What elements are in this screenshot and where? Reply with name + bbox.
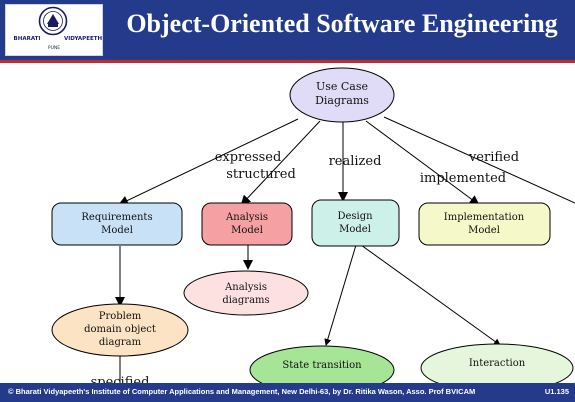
interaction-label: Interaction — [469, 358, 526, 369]
node-analysis-diagrams: Analysis diagrams — [183, 270, 309, 316]
slide-header: BHARATI VIDYAPEETH PUNE Object-Oriented … — [0, 0, 575, 60]
institute-logo: BHARATI VIDYAPEETH PUNE — [5, 4, 103, 56]
implementation-label-line-2: Model — [468, 225, 500, 236]
edge-label-expressed: expressed — [215, 150, 282, 165]
problem-domain-line-1: Problem — [99, 311, 142, 322]
design-label-line-1: Design — [337, 211, 373, 222]
node-problem-domain: Problem domain object diagram — [51, 303, 189, 357]
logo-left-text: BHARATI — [13, 36, 41, 42]
root-label-line-1: Use Case — [316, 80, 368, 93]
diagram-area: Use Case Diagrams Requirements Model Ana… — [0, 63, 575, 383]
edge-root-verified — [383, 116, 575, 204]
edge-label-realized: realized — [329, 154, 382, 169]
logo-sub-text: PUNE — [47, 46, 61, 51]
analysis-label-line-2: Model — [231, 225, 263, 236]
slide-footer: © Bharati Vidyapeeth's Institute of Comp… — [0, 383, 575, 402]
footer-credit: © Bharati Vidyapeeth's Institute of Comp… — [8, 387, 476, 396]
analysis-diagrams-line-2: diagrams — [222, 295, 269, 306]
edge-label-verified: verified — [468, 150, 519, 165]
node-use-case-diagrams: Use Case Diagrams — [289, 67, 395, 123]
node-requirements-model: Requirements Model — [51, 202, 183, 246]
page-title: Object-Oriented Software Engineering — [126, 9, 558, 38]
slide-number: U1.135 — [544, 387, 569, 396]
seal-icon — [38, 6, 68, 36]
edge-root-requirements — [118, 118, 299, 206]
logo-right-text: VIDYAPEETH — [64, 36, 103, 42]
problem-domain-line-2: domain object — [84, 324, 156, 335]
node-interaction: Interaction — [420, 343, 574, 383]
edge-label-specified: specified — [91, 375, 150, 383]
edge-label-implemented: implemented — [420, 171, 506, 186]
header-divider — [0, 60, 575, 63]
node-design-model: Design Model — [311, 199, 400, 247]
state-transition-label: State transition — [282, 360, 362, 371]
analysis-diagrams-line-1: Analysis — [224, 282, 267, 293]
requirements-label-line-1: Requirements — [81, 212, 152, 223]
edge-root-analysis — [240, 120, 321, 206]
problem-domain-line-3: diagram — [99, 337, 142, 348]
analysis-label-line-1: Analysis — [225, 212, 268, 223]
node-implementation-model: Implementation Model — [418, 202, 551, 246]
implementation-label-line-1: Implementation — [444, 212, 525, 223]
design-label-line-2: Model — [339, 224, 371, 235]
edge-design-interaction — [360, 244, 501, 346]
root-label-line-2: Diagrams — [315, 94, 369, 107]
edge-root-implementation — [365, 120, 480, 206]
requirements-label-line-2: Model — [101, 225, 133, 236]
edge-label-structured: structured — [226, 167, 296, 182]
node-analysis-model: Analysis Model — [201, 202, 293, 246]
edge-design-state — [324, 244, 357, 346]
diagram-edges — [115, 116, 575, 383]
uml-diagram: Use Case Diagrams Requirements Model Ana… — [51, 67, 575, 383]
node-state-transition: State transition — [249, 345, 395, 383]
